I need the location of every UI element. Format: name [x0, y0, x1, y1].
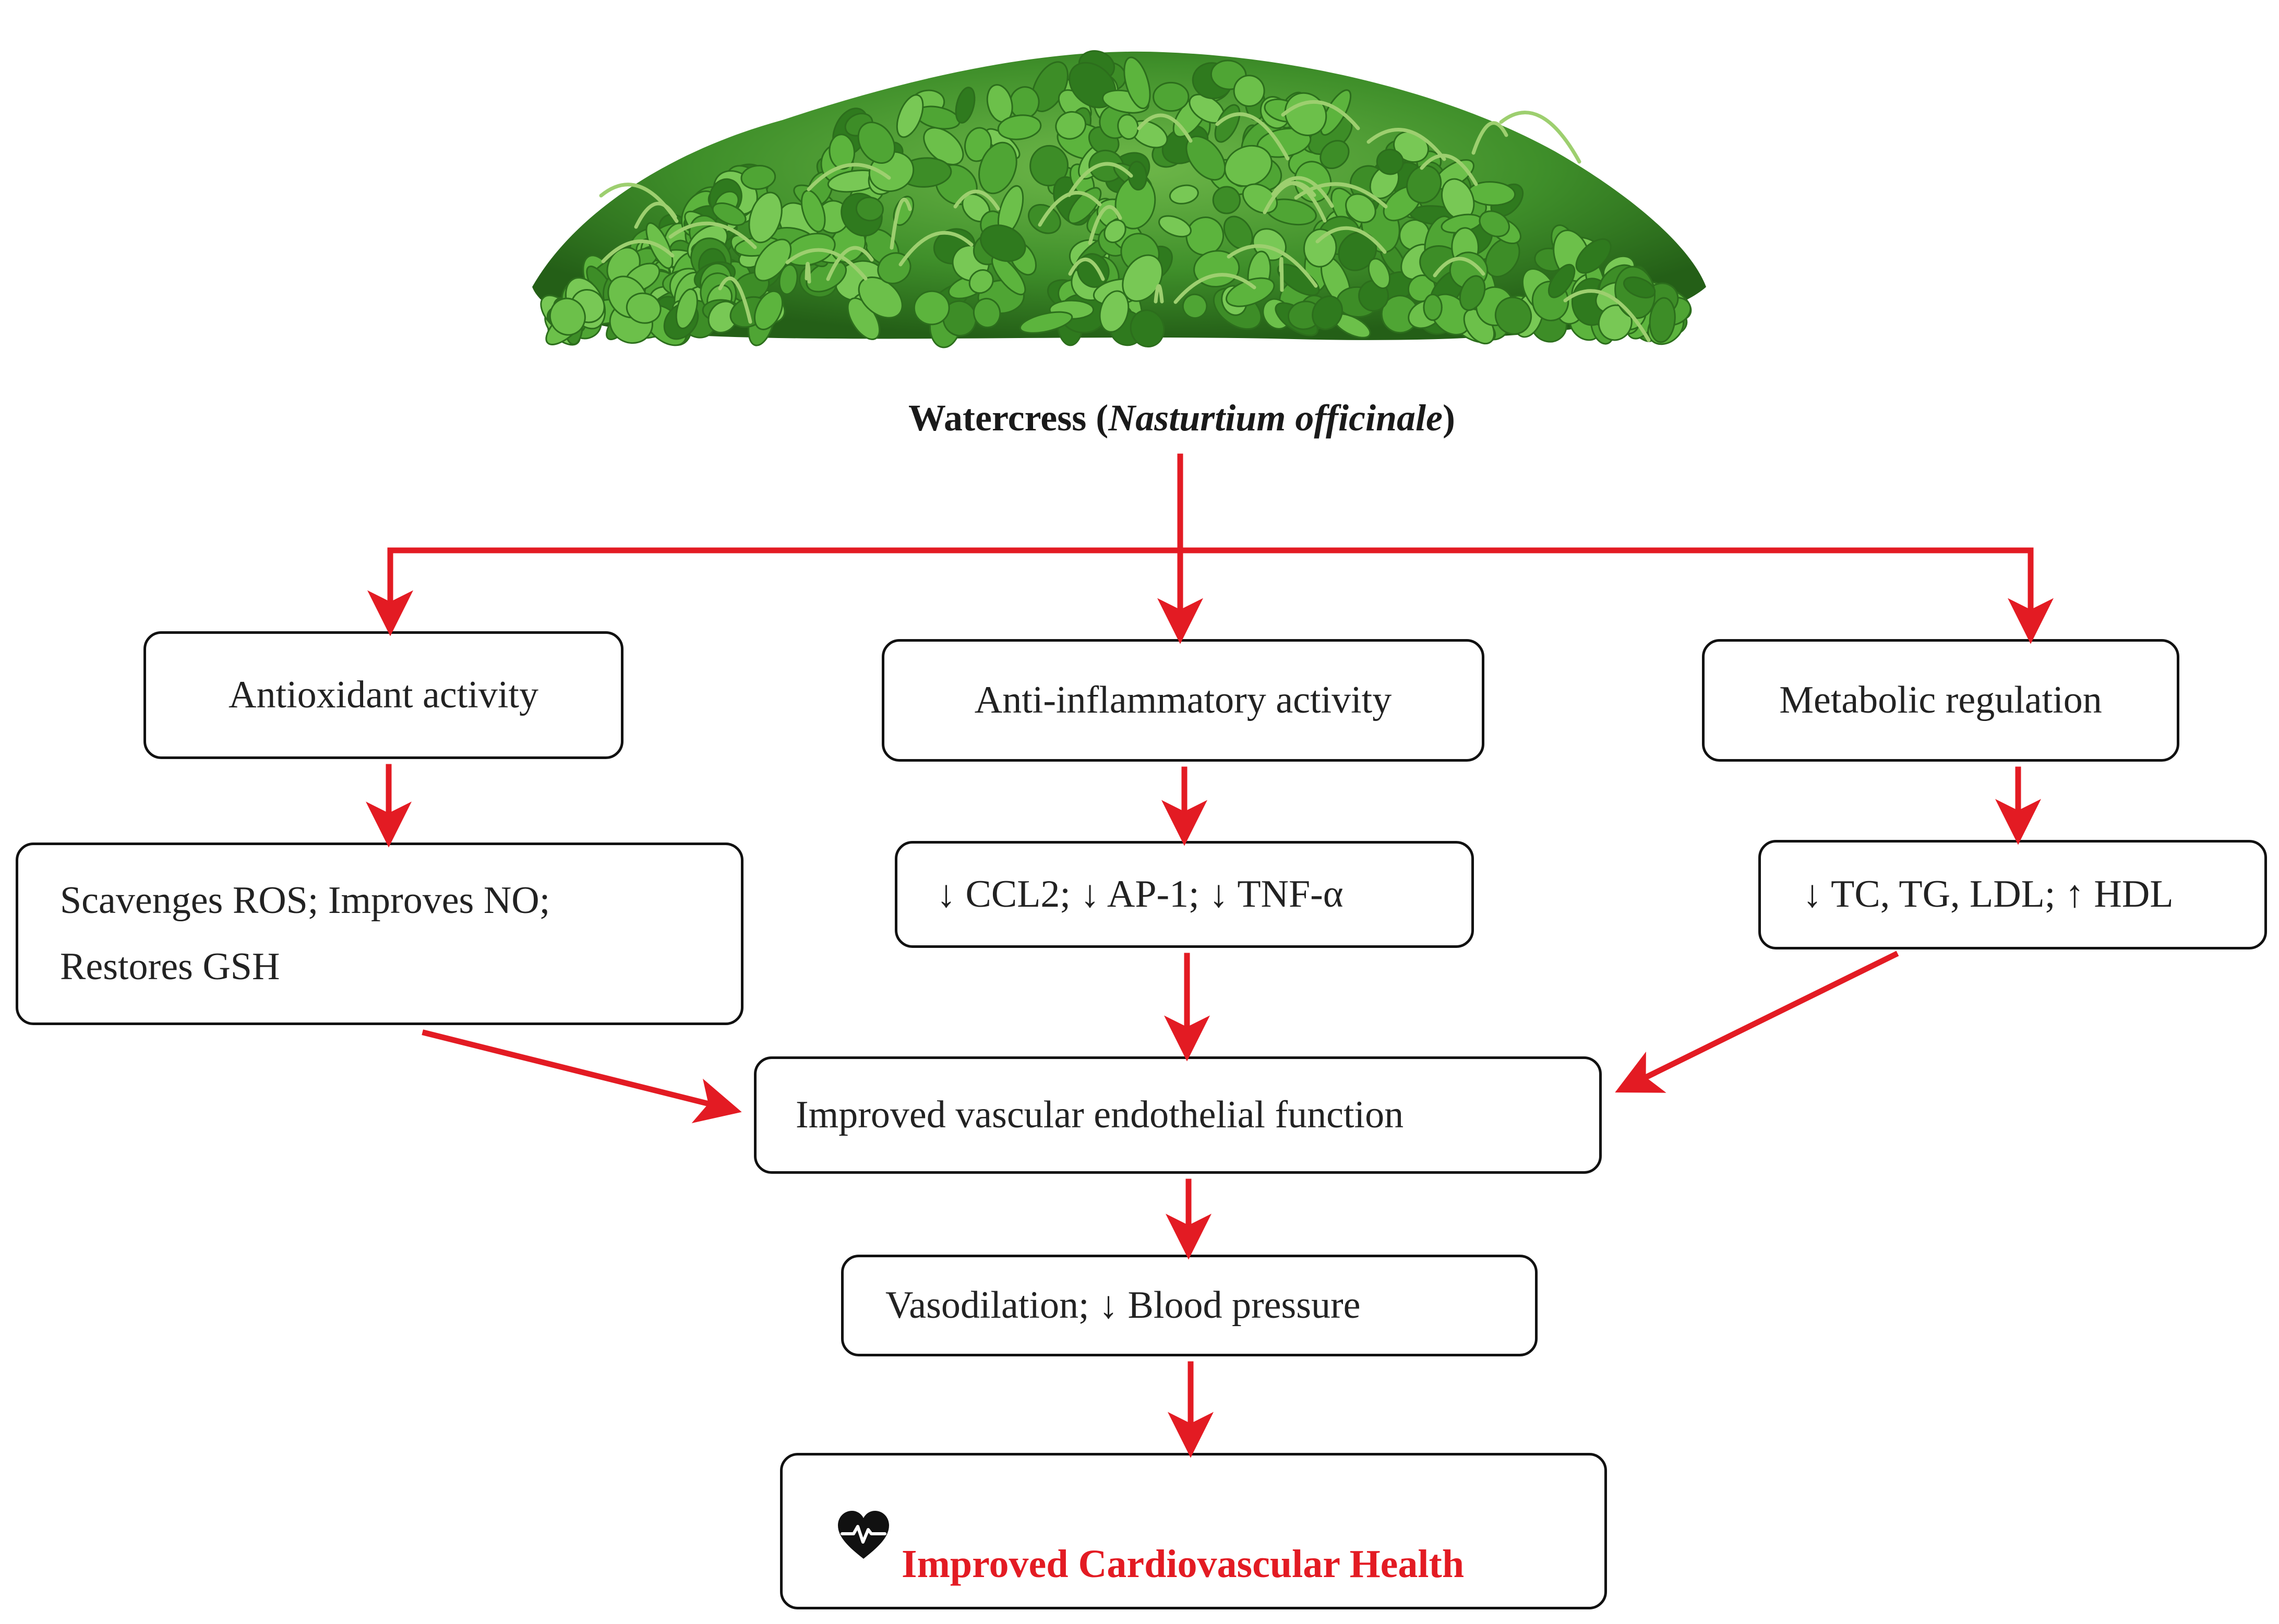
- blood-pressure-text: Vasodilation; ↓ Blood pressure: [885, 1283, 1361, 1327]
- metabolic-effects-box: ↓ TC, TG, LDL; ↑ HDL: [1758, 840, 2267, 949]
- antioxidant-effects-line-1: Scavenges ROS; Improves NO;: [60, 879, 550, 922]
- blood-pressure-box: Vasodilation; ↓ Blood pressure: [841, 1255, 1538, 1356]
- anti-inflammatory-effects-text: ↓ CCL2; ↓ AP-1; ↓ TNF-α: [937, 872, 1344, 916]
- title-prefix: Watercress (: [908, 397, 1109, 439]
- antioxidant-effects-box: Scavenges ROS; Improves NO; Restores GSH: [16, 843, 743, 1025]
- endothelial-function-box: Improved vascular endothelial function: [754, 1056, 1602, 1174]
- endothelial-function-text: Improved vascular endothelial function: [796, 1093, 1404, 1136]
- cardiovascular-health-text: Improved Cardiovascular Health: [902, 1542, 1465, 1586]
- heart-pulse-icon: [838, 1511, 889, 1559]
- metabolic-box: Metabolic regulation: [1702, 639, 2179, 762]
- anti-inflammatory-effects-box: ↓ CCL2; ↓ AP-1; ↓ TNF-α: [895, 841, 1474, 948]
- title-scientific-name: Nasturtium officinale: [1108, 397, 1443, 439]
- arrow-antioxidant-effects-to-endothelial: [422, 1029, 742, 1124]
- anti-inflammatory-label: Anti-inflammatory activity: [974, 678, 1392, 721]
- arrow-metabolic-effects-to-endothelial: [1615, 951, 1899, 1093]
- watercress-image: [532, 50, 1706, 348]
- antioxidant-effects-text: Scavenges ROS; Improves NO; Restores GSH: [60, 868, 550, 1001]
- metabolic-label: Metabolic regulation: [1779, 678, 2102, 721]
- metabolic-effects-text: ↓ TC, TG, LDL; ↑ HDL: [1803, 873, 2174, 916]
- diagram-title: Watercress (Nasturtium officinale): [522, 396, 1842, 440]
- antioxidant-label: Antioxidant activity: [229, 673, 538, 716]
- title-suffix: ): [1442, 397, 1455, 439]
- antioxidant-box: Antioxidant activity: [143, 631, 623, 759]
- antioxidant-effects-line-2: Restores GSH: [60, 945, 280, 988]
- anti-inflammatory-box: Anti-inflammatory activity: [882, 639, 1484, 762]
- cardiovascular-health-box: Improved Cardiovascular Health: [780, 1453, 1607, 1609]
